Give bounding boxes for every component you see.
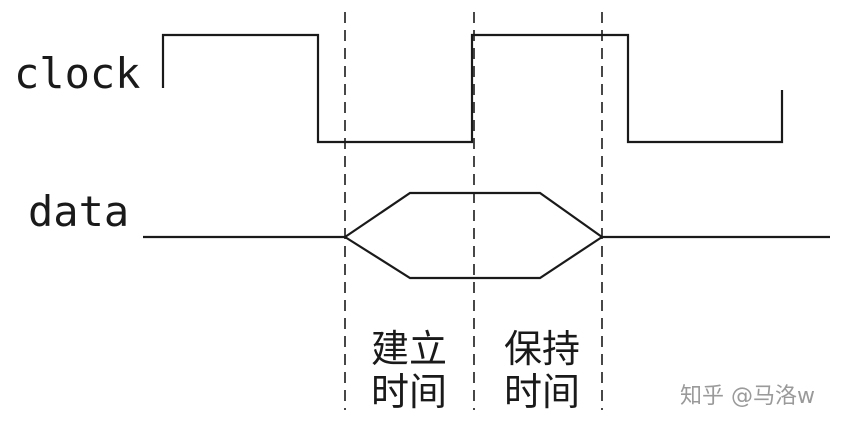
watermark-text: 知乎 @马洛w (680, 384, 815, 409)
data-transition-lower (344, 236, 603, 280)
data-transition-upper (344, 191, 603, 238)
data-signal-label: data (28, 187, 129, 236)
setup-time-label-line1: 建立 (371, 327, 447, 371)
hold-time-label-line2: 时间 (504, 370, 580, 414)
clock-signal-label: clock (14, 49, 140, 98)
setup-time-label-line2: 时间 (371, 370, 447, 414)
hold-time-label-line1: 保持 (504, 327, 580, 371)
clock-waveform (161, 33, 784, 144)
